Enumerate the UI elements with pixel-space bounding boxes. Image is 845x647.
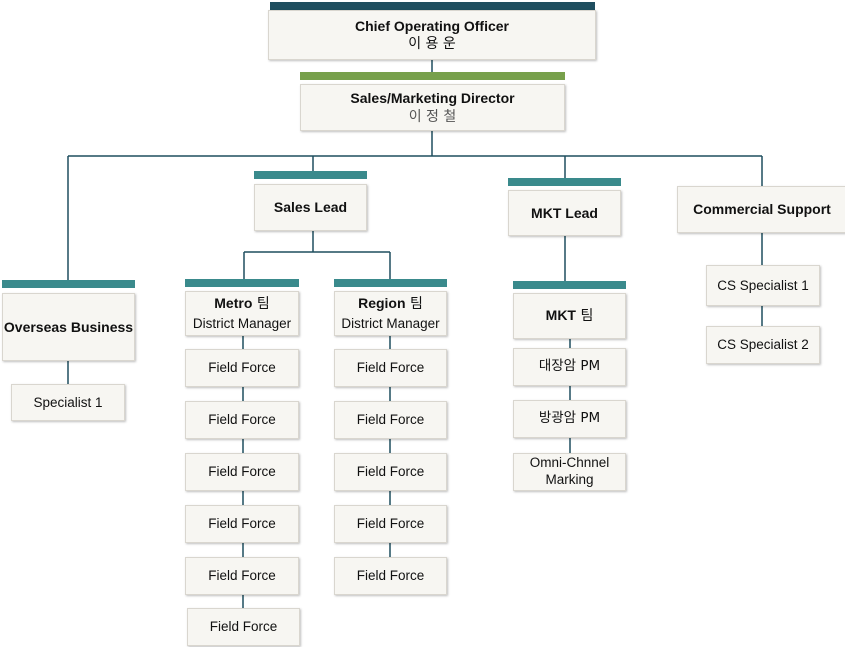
mkt-member-label: 방광암 PM xyxy=(538,410,601,427)
field-force-label: Field Force xyxy=(208,360,276,376)
coo-box: Chief Operating Officer 이 용 운 xyxy=(268,10,596,60)
metro-field-force-box: Field Force xyxy=(185,505,299,543)
cs-specialist-box: CS Specialist 2 xyxy=(706,326,820,364)
overseas-box: Overseas Business xyxy=(2,293,135,361)
overseas-title: Overseas Business xyxy=(3,318,134,335)
commercial-box: Commercial Support xyxy=(677,186,845,233)
director-box: Sales/Marketing Director 이 정 철 xyxy=(300,84,565,131)
mkt-team-box: MKT 팀 xyxy=(513,293,626,339)
cs-specialist-box: CS Specialist 1 xyxy=(706,265,820,306)
metro-field-force-box: Field Force xyxy=(185,453,299,491)
metro-field-force-box: Field Force xyxy=(187,608,300,646)
metro-title-line: Metro 팀 xyxy=(214,294,269,315)
sales-lead-header-bar xyxy=(254,171,367,179)
mkt-member-box: 방광암 PM xyxy=(513,400,626,438)
region-field-force-box: Field Force xyxy=(334,349,447,387)
region-title: Region xyxy=(358,295,406,312)
commercial-title: Commercial Support xyxy=(693,201,831,218)
field-force-label: Field Force xyxy=(356,516,425,532)
sales-lead-title: Sales Lead xyxy=(273,199,348,216)
overseas-header-bar xyxy=(2,280,135,288)
field-force-label: Field Force xyxy=(356,464,425,480)
region-field-force-box: Field Force xyxy=(334,453,447,491)
field-force-label: Field Force xyxy=(208,568,276,584)
mkt-member-box: 대장암 PM xyxy=(513,348,626,386)
director-name: 이 정 철 xyxy=(408,108,457,125)
mkt-team-title-line: MKT 팀 xyxy=(546,306,594,327)
field-force-label: Field Force xyxy=(208,516,276,532)
region-field-force-box: Field Force xyxy=(334,505,447,543)
field-force-label: Field Force xyxy=(209,619,278,635)
region-title-line: Region 팀 xyxy=(358,294,423,315)
coo-title: Chief Operating Officer xyxy=(354,17,510,34)
mkt-member-label: Omni-Chnnel Marking xyxy=(529,455,610,487)
cs-specialist-label: CS Specialist 1 xyxy=(717,277,809,293)
region-field-force-box: Field Force xyxy=(334,401,447,439)
region-suffix: 팀 xyxy=(410,296,423,313)
cs-specialist-label: CS Specialist 2 xyxy=(717,337,809,353)
metro-subtitle: District Manager xyxy=(192,316,292,332)
mkt-team-title: MKT xyxy=(545,306,576,323)
overseas-specialist-box: Specialist 1 xyxy=(11,384,125,421)
metro-box: Metro 팀 District Manager xyxy=(185,291,299,336)
mkt-member-label: 대장암 PM xyxy=(538,358,601,375)
field-force-label: Field Force xyxy=(356,568,425,584)
overseas-specialist-label: Specialist 1 xyxy=(33,394,103,410)
metro-field-force-box: Field Force xyxy=(185,401,299,439)
region-subtitle: District Manager xyxy=(341,316,440,332)
mkt-lead-box: MKT Lead xyxy=(508,190,621,236)
coo-name: 이 용 운 xyxy=(408,36,456,52)
field-force-label: Field Force xyxy=(356,360,425,376)
coo-header-bar xyxy=(270,2,595,10)
mkt-lead-title: MKT Lead xyxy=(531,204,598,221)
metro-title: Metro xyxy=(214,295,253,312)
field-force-label: Field Force xyxy=(356,412,425,428)
field-force-label: Field Force xyxy=(208,412,276,428)
mkt-member-box: Omni-Chnnel Marking xyxy=(513,453,626,491)
mkt-team-header-bar xyxy=(513,281,626,289)
sales-lead-box: Sales Lead xyxy=(254,184,367,231)
region-box: Region 팀 District Manager xyxy=(334,291,447,336)
metro-header-bar xyxy=(185,279,299,287)
metro-suffix: 팀 xyxy=(256,296,270,313)
director-header-bar xyxy=(300,72,565,80)
metro-field-force-box: Field Force xyxy=(185,349,299,387)
metro-field-force-box: Field Force xyxy=(185,557,299,595)
director-title: Sales/Marketing Director xyxy=(350,90,515,107)
mkt-team-suffix: 팀 xyxy=(580,307,594,324)
mkt-lead-header-bar xyxy=(508,178,621,186)
field-force-label: Field Force xyxy=(208,464,276,480)
region-field-force-box: Field Force xyxy=(334,557,447,595)
region-header-bar xyxy=(334,279,447,287)
